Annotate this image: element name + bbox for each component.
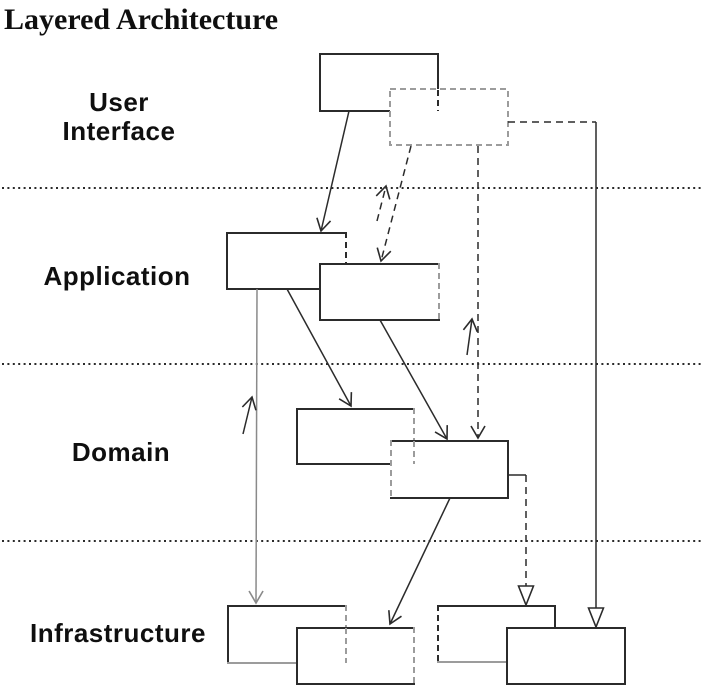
arrow-up-infra-to-app bbox=[241, 395, 257, 435]
label-user-interface-line1: User bbox=[89, 87, 149, 117]
box-infrastructure-2 bbox=[296, 627, 415, 685]
box-infrastructure-4 bbox=[506, 627, 626, 685]
label-domain: Domain bbox=[72, 437, 170, 467]
page-title: Layered Architecture bbox=[4, 3, 278, 36]
box-application-2 bbox=[319, 263, 440, 321]
arrow-ui1-to-app1 bbox=[316, 110, 350, 233]
box-infrastructure-2-fill bbox=[297, 628, 414, 684]
box-application-2-fill bbox=[320, 264, 439, 320]
box-domain-2 bbox=[390, 440, 509, 499]
label-user-interface-line2: Interface bbox=[63, 116, 176, 146]
label-infrastructure: Infrastructure bbox=[30, 618, 206, 648]
arrow-up-app-to-ui bbox=[375, 184, 391, 222]
arrow-up-domain-to-app bbox=[462, 317, 479, 356]
arrow-app2-to-domain2 bbox=[379, 319, 449, 441]
arrow-app1-to-infra1 bbox=[248, 288, 264, 605]
box-domain-2-fill bbox=[391, 441, 508, 498]
box-ui-2 bbox=[389, 88, 509, 146]
arrow-ui2-to-app2 bbox=[376, 145, 412, 263]
arrow-domain2-to-infra2 bbox=[388, 497, 451, 626]
arrow-app1-to-domain1 bbox=[286, 288, 353, 408]
label-application: Application bbox=[43, 261, 190, 291]
